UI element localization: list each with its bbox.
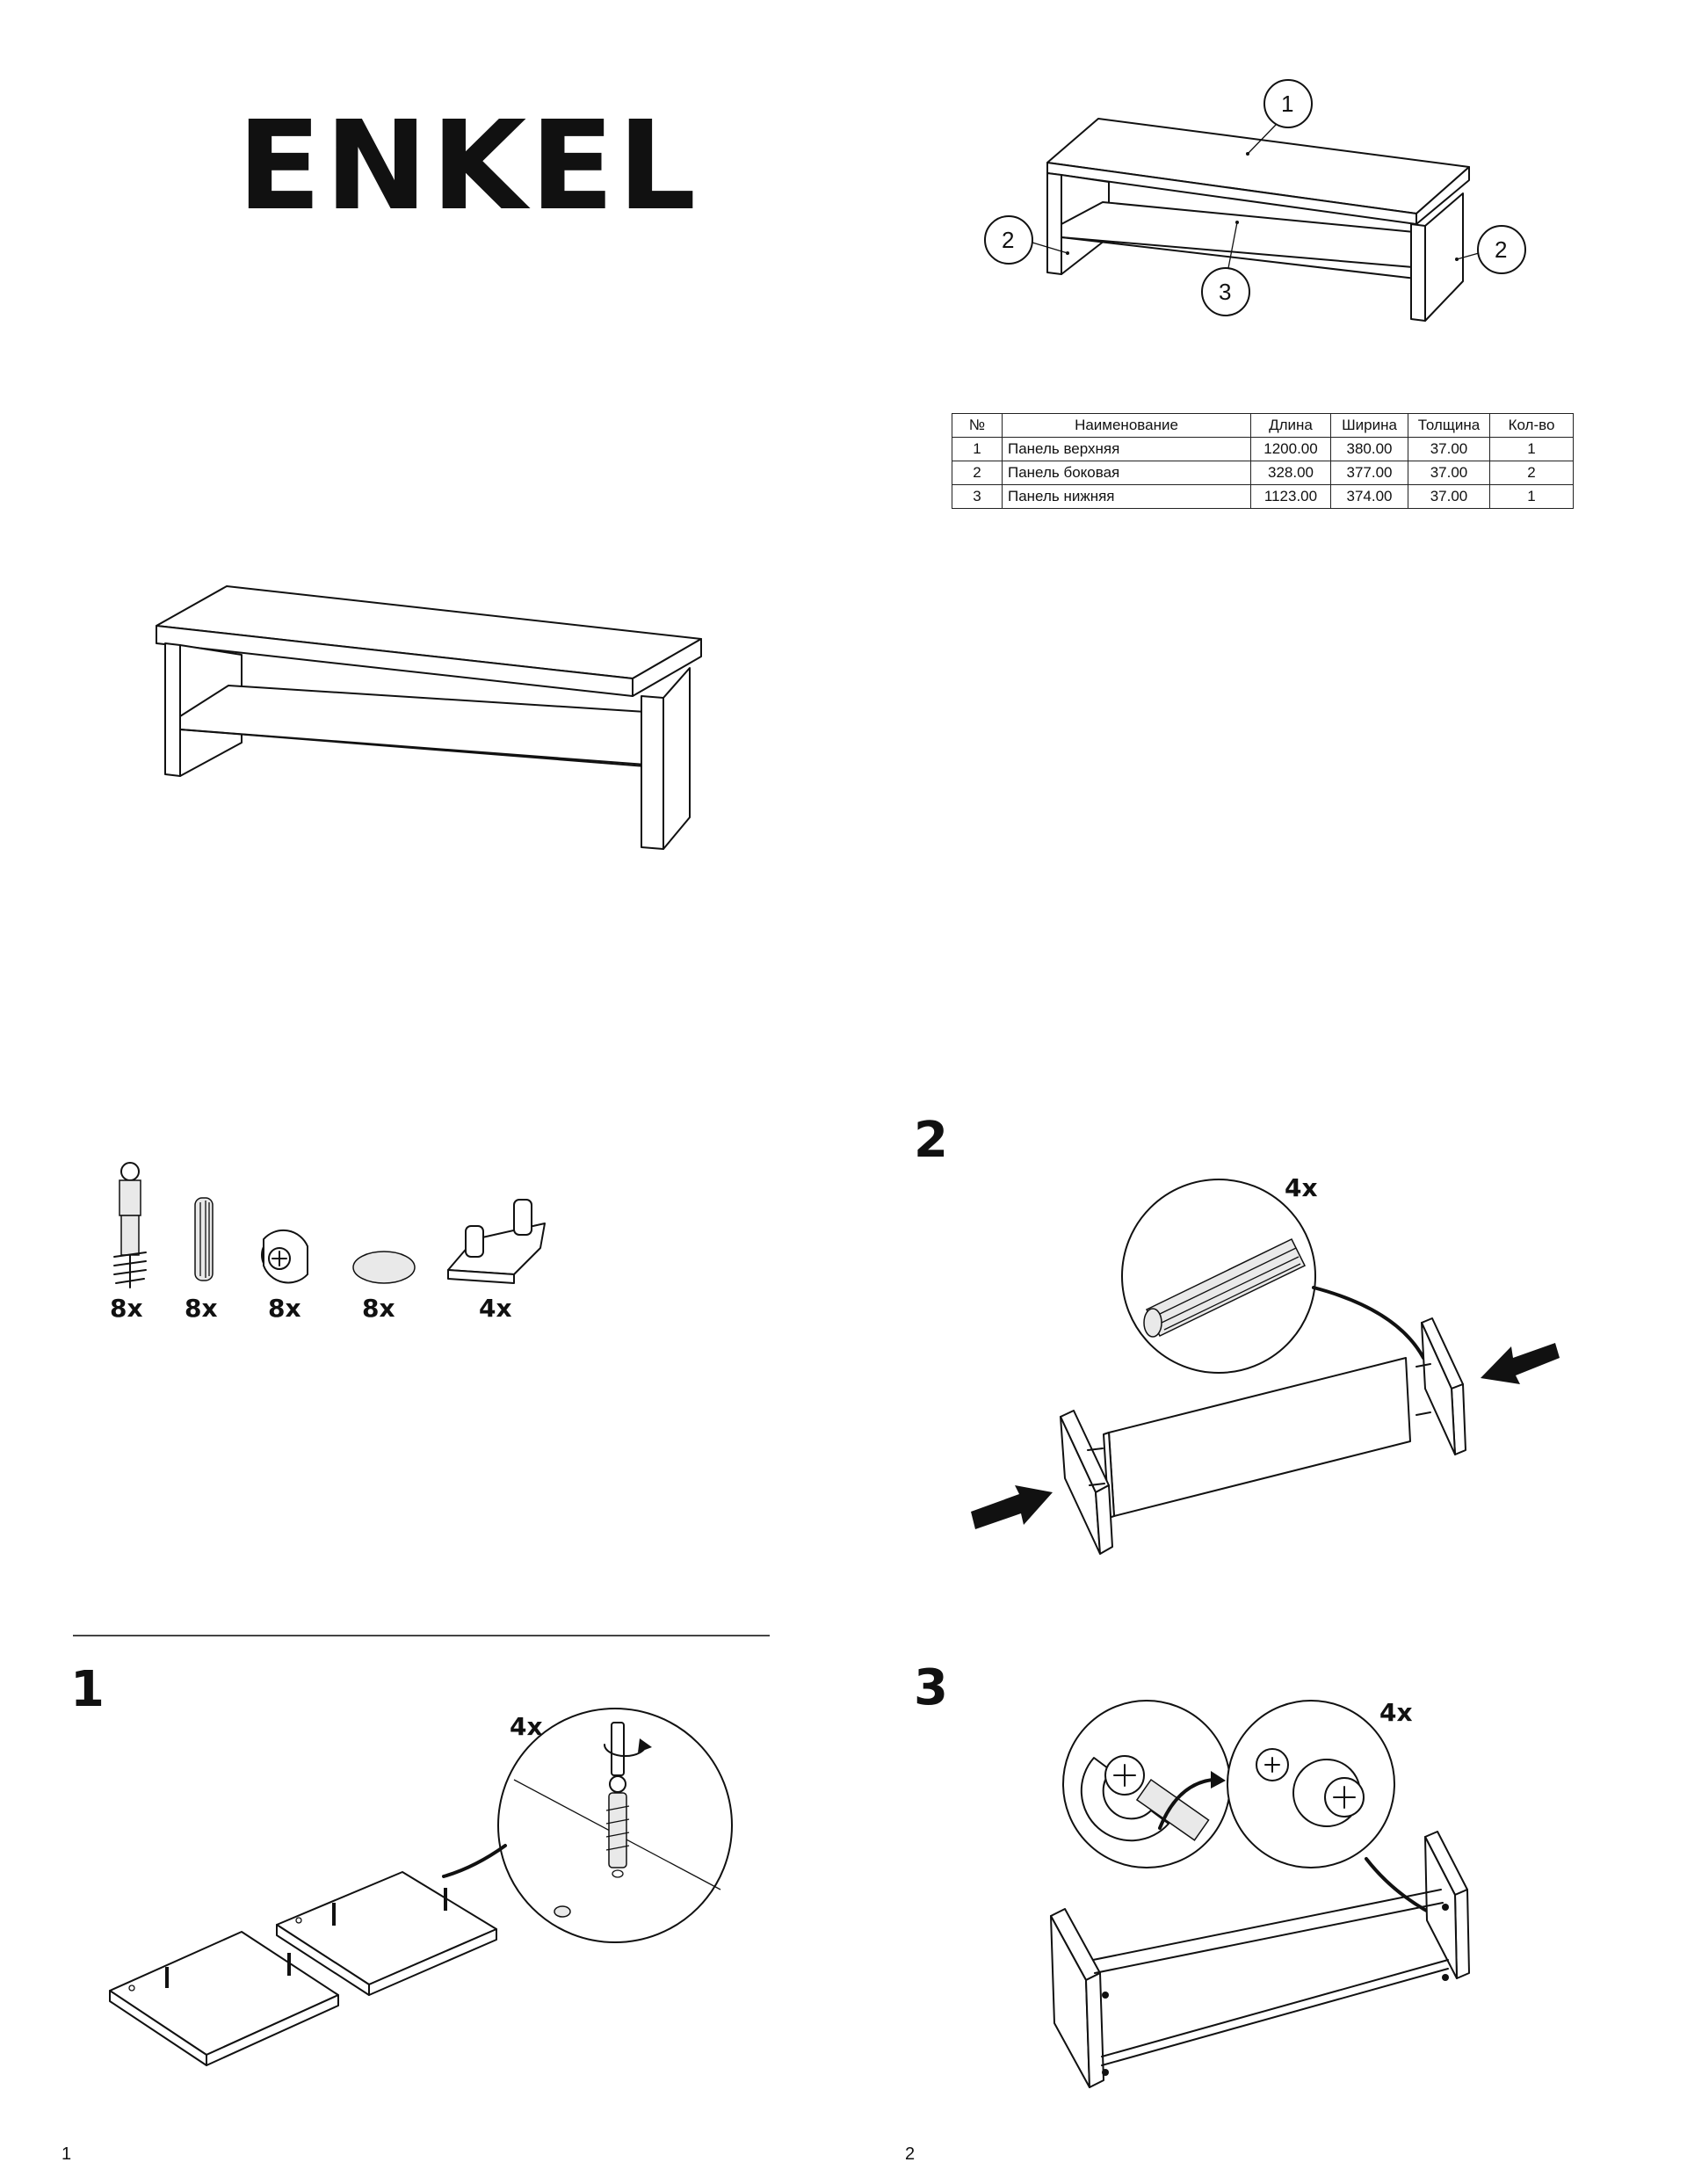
cell-width: 377.00 xyxy=(1330,461,1408,485)
col-width: Ширина xyxy=(1330,413,1408,438)
step-1-number: 1 xyxy=(70,1661,105,1718)
hardware-qty-dowel: 8x xyxy=(185,1294,218,1323)
cell-number: 1 xyxy=(952,437,1003,461)
cell-number: 3 xyxy=(952,484,1003,509)
cell-number: 2 xyxy=(952,461,1003,485)
step-3-number: 3 xyxy=(914,1659,948,1716)
table-row: 3 Панель нижняя 1123.00 374.00 37.00 1 xyxy=(952,484,1574,509)
parts-table: № Наименование Длина Ширина Толщина Кол-… xyxy=(952,413,1574,509)
cell-length: 1123.00 xyxy=(1250,484,1331,509)
hardware-qty-screw: 8x xyxy=(110,1294,143,1323)
bracket-icon xyxy=(447,1199,546,1284)
confirmat-screw-icon xyxy=(113,1162,147,1288)
cell-name: Панель нижняя xyxy=(1002,484,1251,509)
cell-quantity: 1 xyxy=(1489,484,1574,509)
step-1-callout: 4x xyxy=(510,1712,543,1741)
hardware-qty-bracket: 4x xyxy=(479,1294,512,1323)
section-divider xyxy=(73,1635,770,1636)
page-number-1: 1 xyxy=(62,2144,72,2164)
cell-name: Панель боковая xyxy=(1002,461,1251,485)
cell-quantity: 2 xyxy=(1489,461,1574,485)
cell-width: 380.00 xyxy=(1330,437,1408,461)
wooden-dowel-icon xyxy=(194,1197,214,1281)
cell-length: 1200.00 xyxy=(1250,437,1331,461)
cap-disc-icon xyxy=(352,1251,416,1284)
col-length: Длина xyxy=(1250,413,1331,438)
brand-title: ENKEL xyxy=(237,95,700,238)
cam-lock-icon xyxy=(261,1229,308,1284)
hardware-qty-cap: 8x xyxy=(362,1294,395,1323)
cell-thickness: 37.00 xyxy=(1408,437,1490,461)
step-3-callout: 4x xyxy=(1379,1698,1413,1727)
part-label-3: 3 xyxy=(1219,279,1232,305)
cell-width: 374.00 xyxy=(1330,484,1408,509)
cell-thickness: 37.00 xyxy=(1408,484,1490,509)
table-row: 2 Панель боковая 328.00 377.00 37.00 2 xyxy=(952,461,1574,485)
step-2-callout: 4x xyxy=(1285,1173,1318,1202)
step-2-number: 2 xyxy=(914,1112,948,1169)
hardware-qty-cam: 8x xyxy=(268,1294,301,1323)
col-quantity: Кол-во xyxy=(1489,413,1574,438)
cell-thickness: 37.00 xyxy=(1408,461,1490,485)
part-label-2-right: 2 xyxy=(1495,236,1508,263)
page-number-2: 2 xyxy=(905,2144,916,2164)
part-label-1: 1 xyxy=(1281,91,1294,117)
part-label-2-left: 2 xyxy=(1002,227,1015,253)
col-thickness: Толщина xyxy=(1408,413,1490,438)
